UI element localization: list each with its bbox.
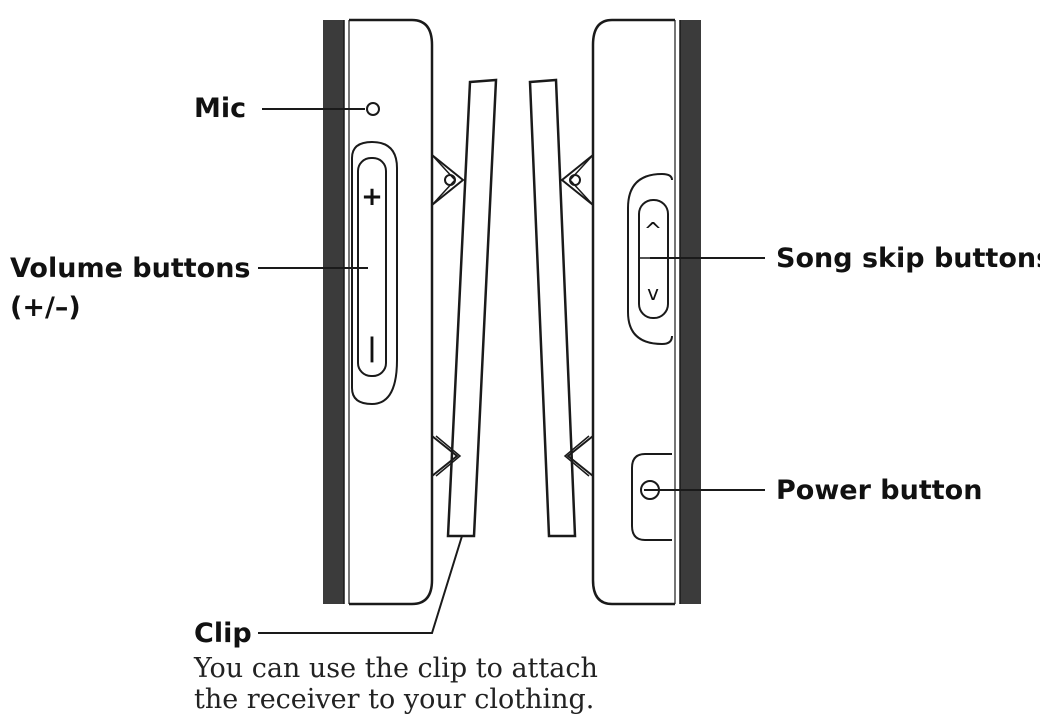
right-device-body bbox=[591, 18, 675, 606]
skip-down-glyph: v bbox=[647, 281, 659, 305]
volume-down-glyph: | bbox=[367, 333, 377, 363]
left-device: + | bbox=[323, 18, 498, 606]
right-device: ^ v bbox=[528, 18, 701, 606]
volume-label: Volume buttons bbox=[10, 253, 251, 284]
right-device-back-band bbox=[680, 20, 701, 604]
left-clip[interactable] bbox=[446, 78, 498, 538]
mic-label: Mic bbox=[194, 93, 246, 124]
clip-description-line-2: the receiver to your clothing. bbox=[194, 684, 594, 715]
left-upper-hinge bbox=[431, 154, 465, 206]
skip-up-glyph: ^ bbox=[644, 219, 662, 244]
left-device-body bbox=[349, 18, 434, 606]
left-lower-hinge bbox=[431, 435, 462, 477]
left-device-back-band bbox=[323, 20, 344, 604]
right-clip[interactable] bbox=[528, 78, 577, 538]
volume-button-recess bbox=[351, 140, 398, 406]
power-label: Power button bbox=[776, 475, 982, 506]
volume-sub-label: (+/–) bbox=[10, 292, 81, 323]
right-upper-hinge bbox=[560, 154, 594, 206]
clip-description-line-1: You can use the clip to attach bbox=[193, 653, 598, 684]
right-lower-hinge bbox=[563, 435, 594, 477]
song-skip-label: Song skip buttons bbox=[776, 243, 1040, 274]
song-skip-recess bbox=[627, 172, 673, 346]
volume-up-glyph: + bbox=[361, 182, 383, 212]
mic-hole bbox=[366, 102, 380, 116]
power-button-housing bbox=[631, 453, 672, 541]
clip-leader bbox=[258, 535, 463, 634]
leader-lines bbox=[258, 108, 765, 634]
clip-label: Clip bbox=[194, 618, 252, 649]
